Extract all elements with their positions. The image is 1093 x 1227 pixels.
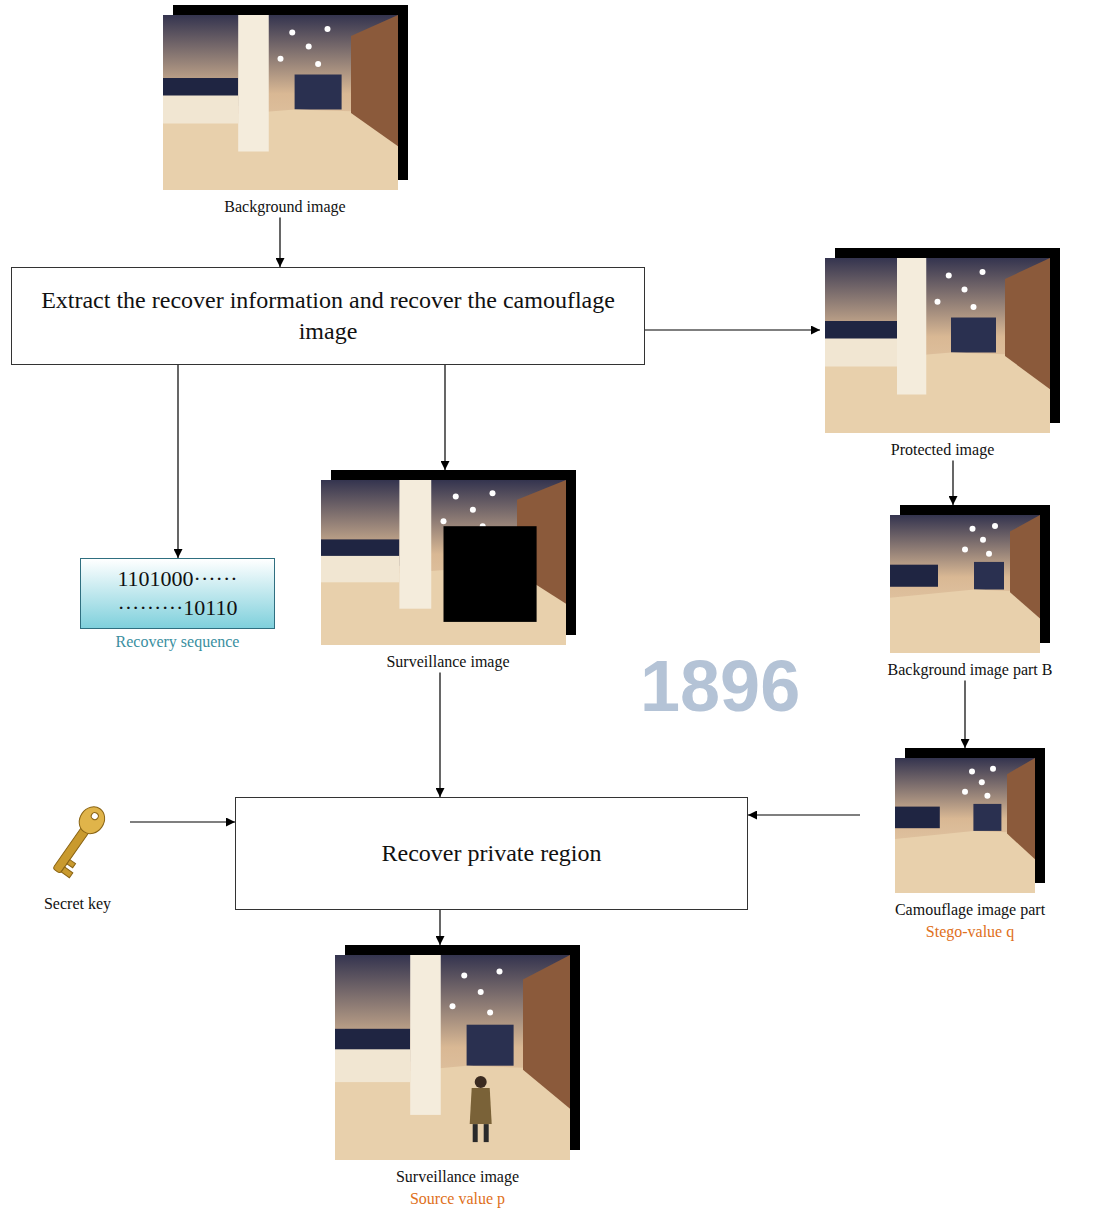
arrow-connector	[964, 681, 965, 748]
arrow-connector	[444, 365, 445, 470]
caption: Stego-value q	[860, 921, 1080, 943]
watermark: 1896	[640, 645, 800, 727]
photo	[825, 248, 1060, 433]
image-node: Protected image	[820, 248, 1065, 461]
arrow-connector	[952, 461, 953, 505]
arrow-connector	[177, 365, 178, 558]
key-figure: Secret key	[25, 795, 130, 915]
image-node: Background image part B	[860, 505, 1080, 681]
photo	[335, 945, 580, 1160]
key-icon	[33, 795, 123, 887]
caption: Background image	[160, 196, 410, 218]
caption: Recovery sequence	[80, 631, 275, 653]
sequence-box: 1101000······ ·········10110Recovery seq…	[80, 558, 275, 653]
arrow-connector	[279, 218, 280, 267]
image-node: Surveillance imageSource value p	[330, 945, 585, 1209]
image-node: Camouflage image partStego-value q	[860, 748, 1080, 942]
box-label: Extract the recover information and reco…	[26, 285, 630, 347]
box-label: Recover private region	[382, 838, 602, 869]
image-node: Background image	[160, 5, 410, 218]
process-box: Extract the recover information and reco…	[11, 267, 645, 365]
image-node: Surveillance image	[318, 470, 578, 673]
caption: Protected image	[820, 439, 1065, 461]
bit-sequence: 1101000······ ·········10110	[80, 558, 275, 629]
process-box: Recover private region	[235, 797, 748, 910]
photo	[895, 748, 1045, 893]
photo	[321, 470, 576, 645]
arrow-connector	[748, 814, 860, 815]
photo	[890, 505, 1050, 653]
arrow-connector	[645, 329, 820, 330]
caption: Background image part B	[860, 659, 1080, 681]
photo	[163, 5, 408, 190]
caption: Surveillance image	[330, 1166, 585, 1188]
arrow-connector	[439, 673, 440, 797]
caption: Secret key	[25, 893, 130, 915]
caption: Camouflage image part	[860, 899, 1080, 921]
arrow-connector	[439, 910, 440, 945]
caption: Source value p	[330, 1188, 585, 1210]
caption: Surveillance image	[318, 651, 578, 673]
arrow-connector	[130, 821, 235, 822]
